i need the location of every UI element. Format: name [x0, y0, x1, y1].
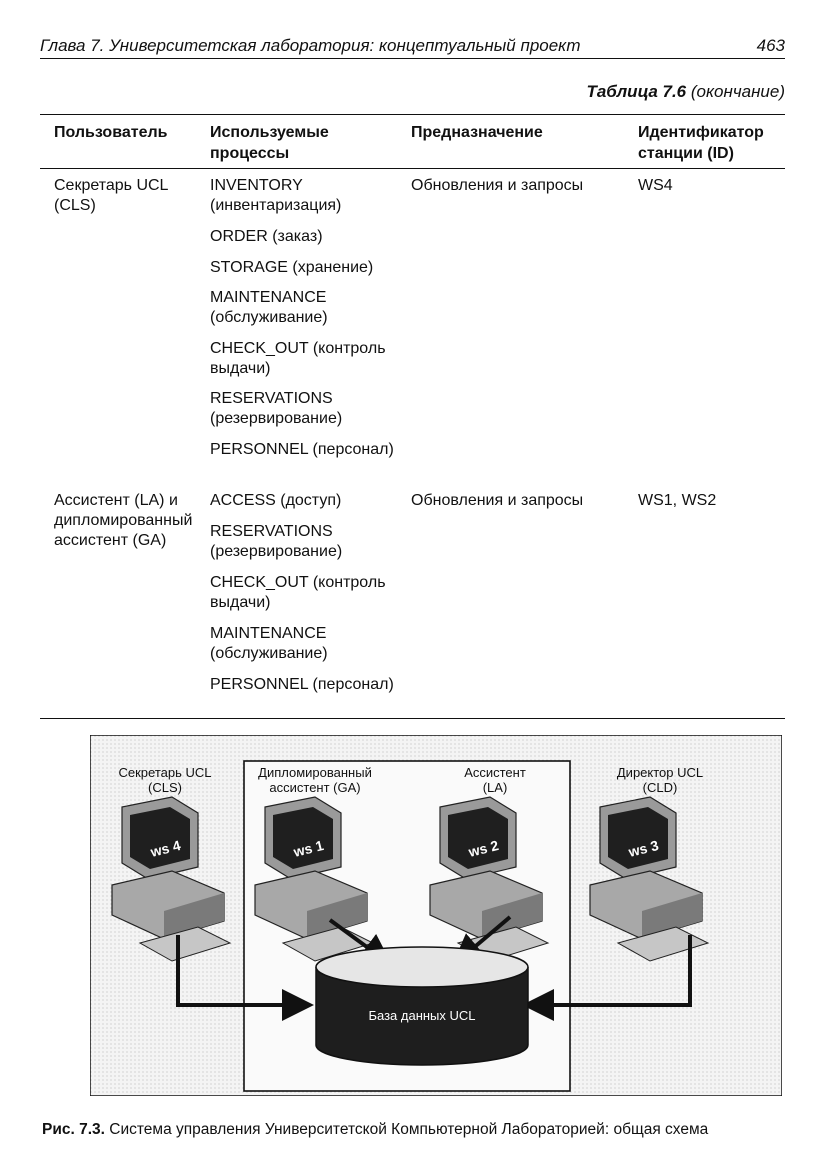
station-label-cls: Секретарь UCL (CLS) — [100, 765, 230, 795]
station-label-line: Директор UCL — [616, 765, 704, 780]
row2-process: MAINTENANCE (обслуживание) — [210, 625, 328, 662]
row1-purpose: Обновления и запросы — [411, 177, 584, 194]
station-label-line: (CLD) — [642, 780, 678, 795]
screen-label-ws3: ws 3 — [626, 837, 660, 860]
figure-diagram: ws 4 ws 1 ws 2 ws 3 База данных UCL Секр… — [89, 734, 783, 1097]
station-label-cld: Директор UCL (CLD) — [590, 765, 730, 795]
row2-process: CHECK_OUT (контроль выдачи) — [210, 574, 386, 611]
column-header-processes: Используемые процессы — [210, 124, 329, 162]
row2-process: RESERVATIONS (резервирование) — [210, 523, 343, 560]
station-label-line: Дипломированный — [258, 765, 372, 780]
figure-caption: Рис. 7.3. Система управления Университет… — [42, 1121, 802, 1139]
column-header-purpose: Предназначение — [411, 124, 543, 141]
row2-station: WS1, WS2 — [638, 492, 717, 509]
row1-station: WS4 — [638, 177, 673, 194]
row1-process: RESERVATIONS (резервирование) — [210, 390, 343, 427]
table-header-rule — [40, 168, 785, 169]
screen-label-ws1: ws 1 — [291, 837, 325, 860]
table-caption: Таблица 7.6 (окончание) — [586, 82, 785, 102]
database-cylinder — [315, 946, 529, 1066]
station-label-la: Ассистент (LA) — [430, 765, 560, 795]
figure-caption-text: Система управления Университетской Компь… — [104, 1121, 709, 1138]
row1-user: Секретарь UCL (CLS) — [54, 177, 168, 214]
station-label-line: Секретарь UCL — [118, 765, 212, 780]
row2-purpose: Обновления и запросы — [411, 492, 584, 509]
table-caption-suffix: (окончание) — [686, 82, 785, 101]
column-header-station: Идентификатор станции (ID) — [638, 124, 764, 162]
station-label-line: (CLS) — [148, 780, 182, 795]
table-top-rule — [40, 114, 785, 115]
row2-process: PERSONNEL (персонал) — [210, 676, 394, 693]
page-number: 463 — [756, 36, 785, 55]
row1-process: PERSONNEL (персонал) — [210, 441, 394, 458]
column-header-user: Пользователь — [54, 124, 168, 141]
row1-process: INVENTORY (инвентаризация) — [210, 177, 342, 214]
header-rule — [40, 58, 785, 59]
row1-process: CHECK_OUT (контроль выдачи) — [210, 340, 386, 377]
database-label: База данных UCL — [368, 1008, 475, 1023]
diagram-canvas: ws 4 ws 1 ws 2 ws 3 База данных UCL — [89, 734, 783, 1097]
station-label-line: (LA) — [482, 780, 508, 795]
row2-process: ACCESS (доступ) — [210, 492, 342, 509]
screen-label-ws2: ws 2 — [466, 837, 500, 860]
running-title: Глава 7. Университетская лаборатория: ко… — [40, 36, 581, 55]
station-label-ga: Дипломированный ассистент (GA) — [245, 765, 385, 795]
table-caption-number: Таблица 7.6 — [586, 82, 687, 101]
station-label-line: ассистент (GA) — [269, 780, 361, 795]
figure-number: Рис. 7.3. — [42, 1121, 105, 1138]
arrow-ws3-to-db — [522, 935, 692, 1021]
row1-process: ORDER (заказ) — [210, 228, 323, 245]
row2-user: Ассистент (LA) и дипломированный ассисте… — [54, 492, 193, 549]
arrow-ws4-to-db — [176, 935, 314, 1021]
screen-label-ws4: ws 4 — [148, 837, 182, 860]
row1-process: STORAGE (хранение) — [210, 259, 374, 276]
station-label-line: Ассистент — [464, 765, 526, 780]
table-bottom-rule — [40, 718, 785, 719]
row1-process: MAINTENANCE (обслуживание) — [210, 289, 328, 326]
